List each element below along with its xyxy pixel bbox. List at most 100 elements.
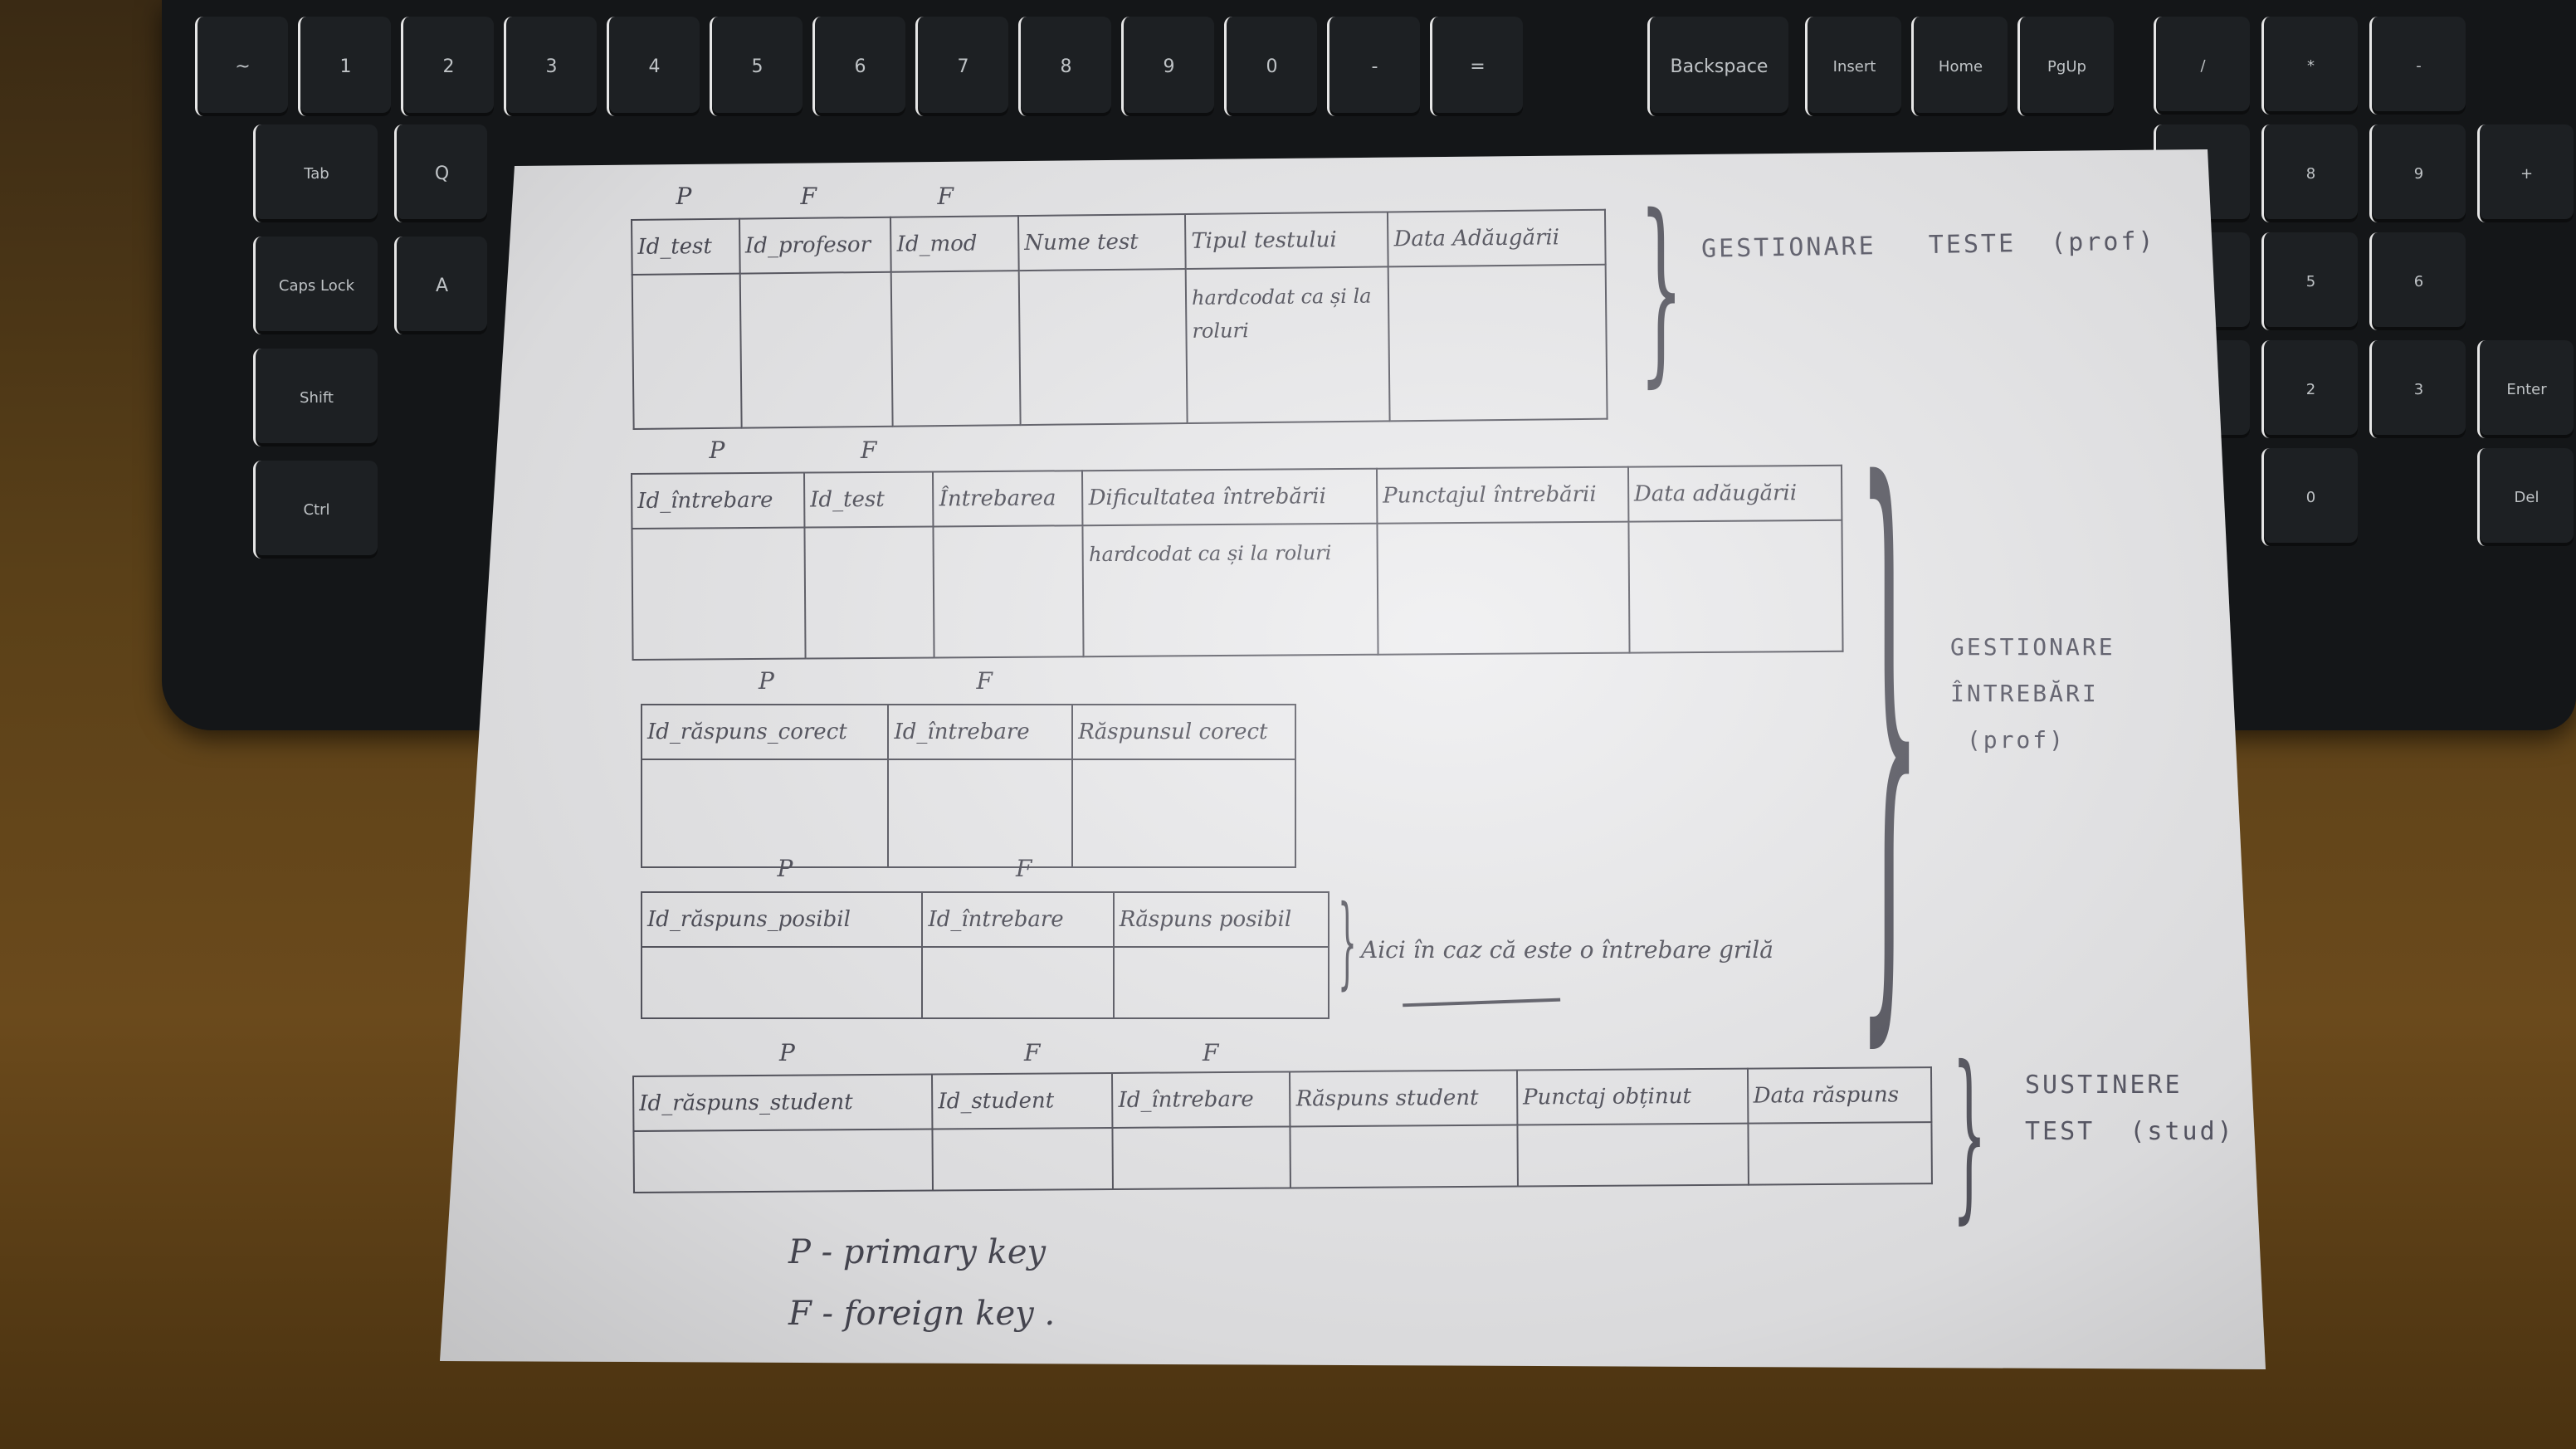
column-header: Punctajul întrebării: [1376, 466, 1629, 524]
column-header: Tipul testului: [1185, 212, 1388, 270]
keyboard-key: PgUp: [2017, 17, 2114, 116]
keyboard-key: Tab: [253, 124, 378, 222]
brace-annotation: }: [1338, 885, 1357, 1000]
key-mark: P: [779, 1039, 795, 1066]
legend-foreign-key: F - foreign key .: [788, 1295, 1056, 1333]
table-cell: [932, 1127, 1114, 1191]
column-header: Id_răspuns_student: [633, 1074, 933, 1131]
table-cell: [1112, 1126, 1291, 1189]
column-header: Data Adăugării: [1388, 209, 1606, 267]
table-row: [633, 1122, 1932, 1193]
column-header: Id_răspuns_posibil: [640, 891, 924, 948]
table-cell: [1112, 946, 1330, 1019]
legend-primary-key: P - primary key: [788, 1233, 1046, 1271]
key-mark: F: [1024, 1039, 1041, 1066]
table-cell: [632, 527, 806, 660]
table-row: [640, 759, 1296, 868]
group-label-teste: GESTIONARE TESTE (prof): [1700, 227, 2156, 264]
table-cell: [640, 946, 924, 1019]
column-header: Răspuns student: [1290, 1070, 1518, 1127]
keyboard-key: 1: [298, 17, 391, 116]
key-mark: F: [937, 183, 954, 210]
group-label-intrebari: GESTIONARE ÎNTREBĂRI (prof): [1950, 633, 2115, 754]
keyboard-key: +: [2477, 124, 2574, 222]
table-cell: hardcodat ca și la roluri: [1185, 266, 1390, 423]
keyboard-key: 3: [2369, 340, 2466, 438]
table-cell: [1377, 521, 1630, 655]
brace-intrebari: }: [1857, 362, 1922, 1095]
keyboard-key: 4: [607, 17, 700, 116]
table-row: hardcodat ca și la roluri: [632, 264, 1608, 429]
table-cell: [804, 526, 934, 659]
table-cell: [739, 271, 893, 428]
keyboard-key: /: [2154, 17, 2250, 115]
brace-teste: }: [1639, 173, 1684, 405]
key-mark: F: [1203, 1039, 1219, 1066]
keyboard-key: 9: [2369, 124, 2466, 222]
keyboard-key: 6: [2369, 232, 2466, 330]
table-cell: [640, 759, 890, 868]
table-cell: [633, 1129, 934, 1193]
keyboard-key: 2: [2261, 340, 2358, 438]
table-cell: [1290, 1125, 1518, 1188]
keyboard-key: *: [2261, 17, 2358, 115]
keyboard-key: Enter: [2477, 340, 2574, 438]
keyboard-key: Insert: [1805, 17, 1901, 116]
keyboard-key: Ctrl: [253, 461, 378, 559]
column-header: Id_test: [803, 471, 934, 528]
key-mark: F: [861, 437, 877, 464]
brace-sustinere: }: [1952, 1027, 1987, 1240]
column-header: Id_student: [932, 1072, 1113, 1129]
keyboard-key: 5: [710, 17, 803, 116]
table-cell: [933, 525, 1084, 658]
keyboard-key: 2: [401, 17, 494, 116]
column-header: Data răspuns: [1747, 1067, 1932, 1124]
table-cell: [1747, 1122, 1932, 1185]
key-mark: P: [777, 855, 793, 882]
table-cell: [887, 759, 1074, 868]
key-mark: F: [1016, 855, 1032, 882]
table-cell: [1388, 264, 1608, 422]
table-cell: [632, 273, 742, 429]
column-header: Id_întrebare: [921, 891, 1115, 948]
table-cell: [1018, 269, 1188, 426]
column-header: Id_întrebare: [632, 472, 805, 529]
keyboard-key: 0: [1224, 17, 1317, 116]
table-cell: hardcodat ca și la roluri: [1082, 523, 1378, 657]
keyboard-key: -: [2369, 17, 2466, 115]
keyboard-key: Q: [394, 124, 487, 222]
keyboard-key: ~: [195, 17, 288, 116]
keyboard-key: Del: [2477, 448, 2574, 546]
keyboard-key: A: [394, 237, 487, 334]
column-header: Răspunsul corect: [1071, 704, 1296, 760]
key-mark: F: [800, 183, 817, 210]
column-header: Id_profesor: [739, 217, 891, 274]
keyboard-key: 8: [1018, 17, 1111, 116]
column-header: Nume test: [1017, 214, 1186, 271]
key-backspace: Backspace: [1647, 17, 1788, 116]
column-header: Punctaj obținut: [1516, 1068, 1748, 1125]
group-label-sustinere: SUSTINERE TEST (stud): [2025, 1071, 2235, 1146]
table-cell: [1517, 1123, 1749, 1187]
keyboard-key: 7: [915, 17, 1008, 116]
column-header: Data adăugării: [1627, 465, 1842, 522]
table-cell: [890, 271, 1021, 427]
column-header: Întrebarea: [933, 471, 1083, 527]
column-header: Id_test: [632, 218, 740, 275]
column-header: Id_întrebare: [1112, 1071, 1290, 1128]
keyboard-key: 5: [2261, 232, 2358, 330]
table-cell: [1628, 520, 1843, 653]
keyboard-key: Home: [1911, 17, 2008, 116]
column-header: Dificultatea întrebării: [1082, 468, 1378, 526]
table-row: hardcodat ca și la roluri: [632, 520, 1843, 660]
table-cell: [1071, 759, 1296, 868]
